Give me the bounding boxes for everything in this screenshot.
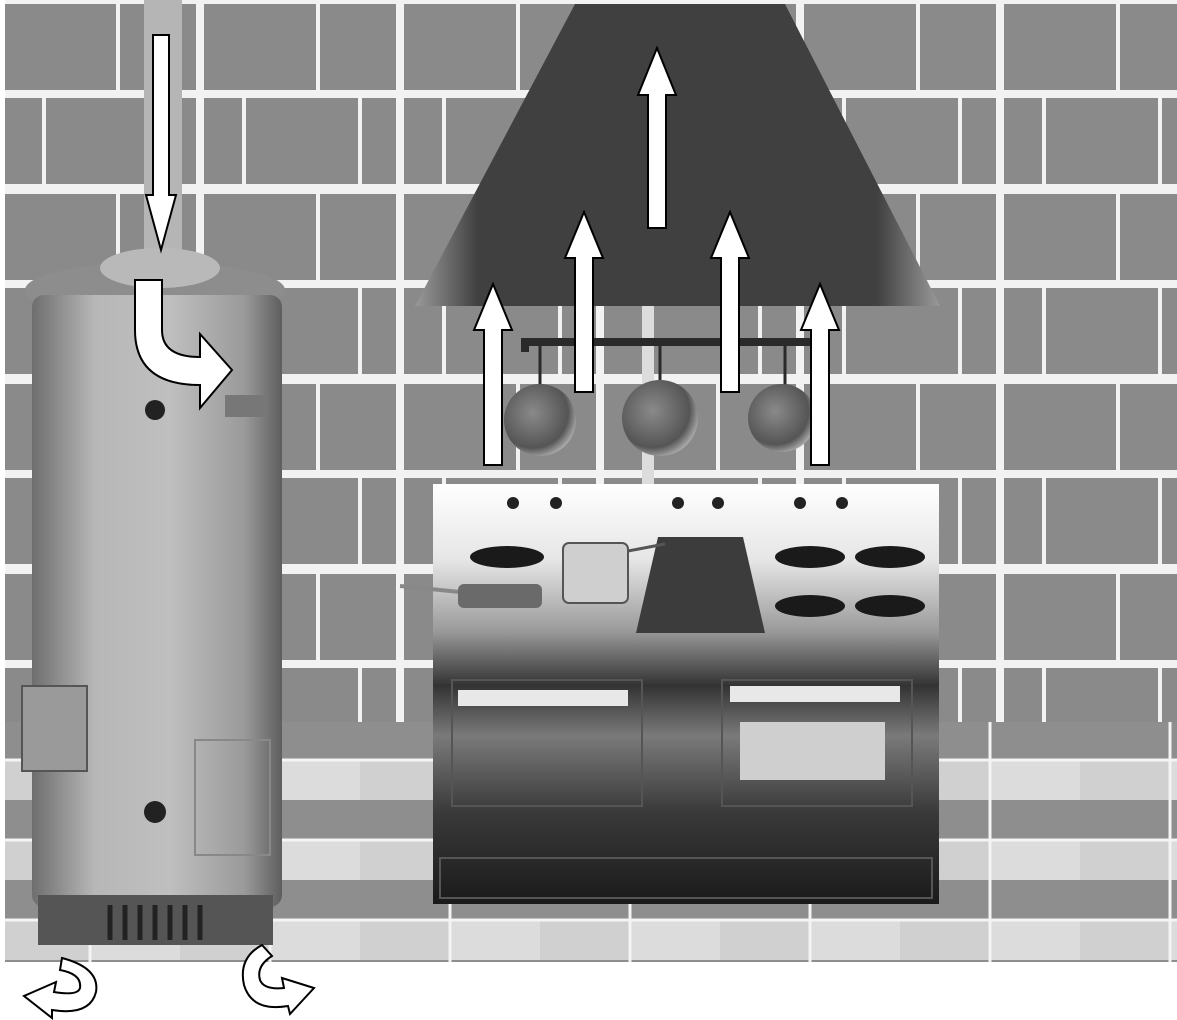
oven-handle-right [730, 686, 900, 702]
relief-valve [225, 395, 265, 417]
curl-arrow-left [24, 958, 96, 1018]
griddle [636, 537, 765, 633]
oven-window [740, 722, 885, 780]
hanging-pan-center [622, 380, 698, 456]
fitting-lower [144, 801, 166, 823]
fitting-upper [145, 400, 165, 420]
oven-handle-left [458, 690, 628, 706]
gas-control-valve [22, 686, 87, 771]
burner-vents [110, 905, 200, 940]
control-knobs [507, 497, 848, 509]
kitchen-range [400, 484, 939, 904]
hanging-pan-right [748, 384, 816, 452]
hanging-pan-left [504, 384, 576, 456]
